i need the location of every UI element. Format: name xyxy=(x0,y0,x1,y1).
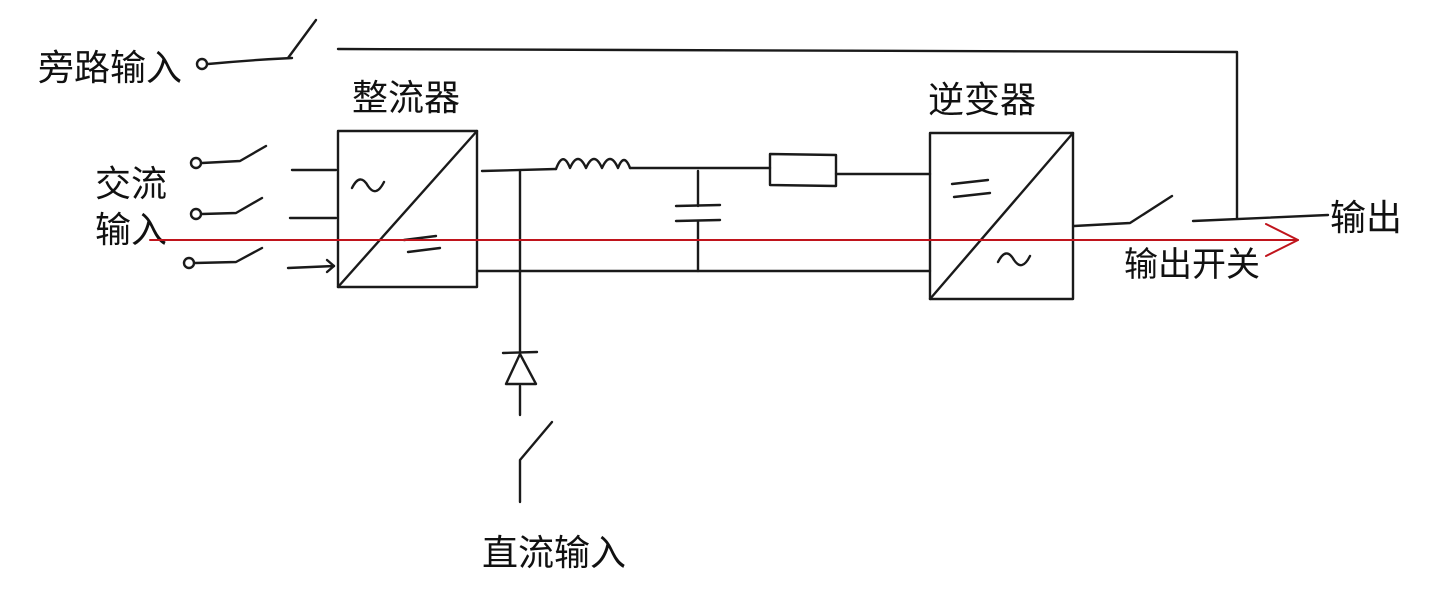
ac-input-label-line1: 交流 xyxy=(95,164,167,205)
rectifier-label: 整流器 xyxy=(352,78,460,119)
power-flow-arrow xyxy=(149,223,1299,257)
output-label: 输出 xyxy=(1330,198,1402,239)
dc-input-switch xyxy=(518,420,554,504)
ac-input-switch-1 xyxy=(189,144,338,172)
ac-input-switch-3 xyxy=(182,246,336,274)
bypass-switch xyxy=(195,18,318,71)
capacitor-icon xyxy=(674,169,722,273)
ac-input-switch-2 xyxy=(189,196,338,221)
rectifier-block xyxy=(336,129,479,289)
inverter-label: 逆变器 xyxy=(928,80,1036,121)
resistor-icon xyxy=(768,152,838,188)
bypass-line xyxy=(336,47,1239,220)
bypass-input-label: 旁路输入 xyxy=(38,48,182,89)
inverter-block xyxy=(928,131,1075,301)
diode-icon xyxy=(501,350,539,355)
dc-input-label: 直流输入 xyxy=(482,533,626,574)
output-switch xyxy=(1072,194,1330,228)
output-switch-label: 输出开关 xyxy=(1124,245,1260,285)
dc-bus-top xyxy=(480,152,932,188)
dc-input-branch xyxy=(501,169,554,504)
ac-input-label-line2: 输入 xyxy=(95,210,167,251)
